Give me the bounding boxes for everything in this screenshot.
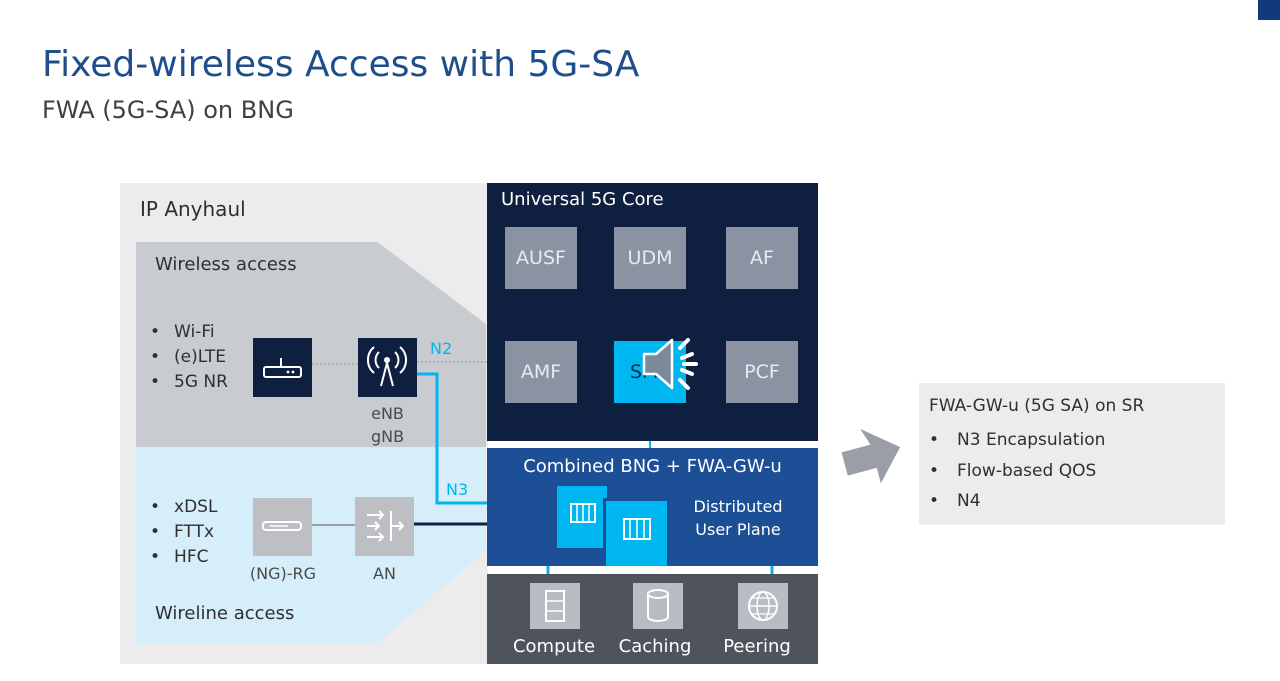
wireline-tech-list: xDSL FTTx HFC [150, 495, 217, 570]
modem-icon [262, 521, 302, 531]
universal-5g-core-label: Universal 5G Core [501, 189, 664, 210]
n2-label: N2 [430, 339, 453, 358]
user-plane-card-front [603, 498, 667, 566]
enb-gnb-label: eNB gNB [348, 402, 427, 448]
enb-gnb-device [358, 338, 417, 397]
page-title: Fixed-wireless Access with 5G-SA [42, 44, 640, 85]
ng-rg-device [253, 498, 312, 556]
compute-icon [545, 590, 565, 622]
distributed-user-plane-label: Distributed User Plane [668, 495, 808, 541]
speaker-icon[interactable] [636, 334, 704, 394]
amf-box: AMF [505, 341, 577, 403]
list-item: HFC [150, 545, 217, 570]
database-icon [647, 589, 669, 622]
list-item: (e)LTE [150, 345, 228, 370]
user-plane-card-back [557, 486, 607, 548]
list-item: Flow-based QOS [929, 456, 1105, 487]
server-card-icon [623, 518, 651, 540]
af-box: AF [726, 227, 798, 289]
server-card-icon [570, 503, 596, 523]
udm-box: UDM [614, 227, 686, 289]
pcf-box: PCF [726, 341, 798, 403]
list-item: N3 Encapsulation [929, 425, 1105, 456]
list-item: 5G NR [150, 370, 228, 395]
antenna-icon [367, 346, 407, 387]
wireless-tech-list: Wi-Fi (e)LTE 5G NR [150, 320, 228, 395]
arrow-right-icon [841, 428, 901, 484]
ausf-box: AUSF [505, 227, 577, 289]
switch-icon [367, 510, 405, 542]
wireline-access-label: Wireline access [155, 603, 295, 624]
user-plane-line1: Distributed [693, 497, 783, 516]
user-plane-line2: User Plane [695, 520, 781, 539]
router-icon [263, 358, 302, 378]
list-item: Wi-Fi [150, 320, 228, 345]
caching-tile [633, 583, 683, 629]
n3-label: N3 [446, 480, 469, 499]
corner-logo-mark [1258, 0, 1280, 20]
list-item: FTTx [150, 520, 217, 545]
globe-icon [748, 591, 778, 621]
enb-label: eNB [371, 404, 404, 423]
page-subtitle: FWA (5G-SA) on BNG [42, 96, 294, 124]
compute-tile [530, 583, 580, 629]
wireless-access-label: Wireless access [155, 254, 297, 275]
peering-tile [738, 583, 788, 629]
compute-label: Compute [512, 636, 596, 657]
combined-bng-label: Combined BNG + FWA-GW-u [523, 456, 782, 477]
ng-rg-label: (NG)-RG [249, 564, 317, 583]
an-label: AN [373, 564, 396, 583]
caching-label: Caching [618, 636, 692, 657]
gnb-label: gNB [370, 427, 405, 446]
list-item: N4 [929, 486, 1105, 517]
list-item: xDSL [150, 495, 217, 520]
peering-label: Peering [723, 636, 791, 657]
router-device [253, 338, 312, 397]
access-node-device [355, 497, 414, 556]
ip-anyhaul-label: IP Anyhaul [140, 197, 246, 221]
info-title: FWA-GW-u (5G SA) on SR [929, 396, 1145, 416]
info-list: N3 Encapsulation Flow-based QOS N4 [929, 425, 1105, 517]
